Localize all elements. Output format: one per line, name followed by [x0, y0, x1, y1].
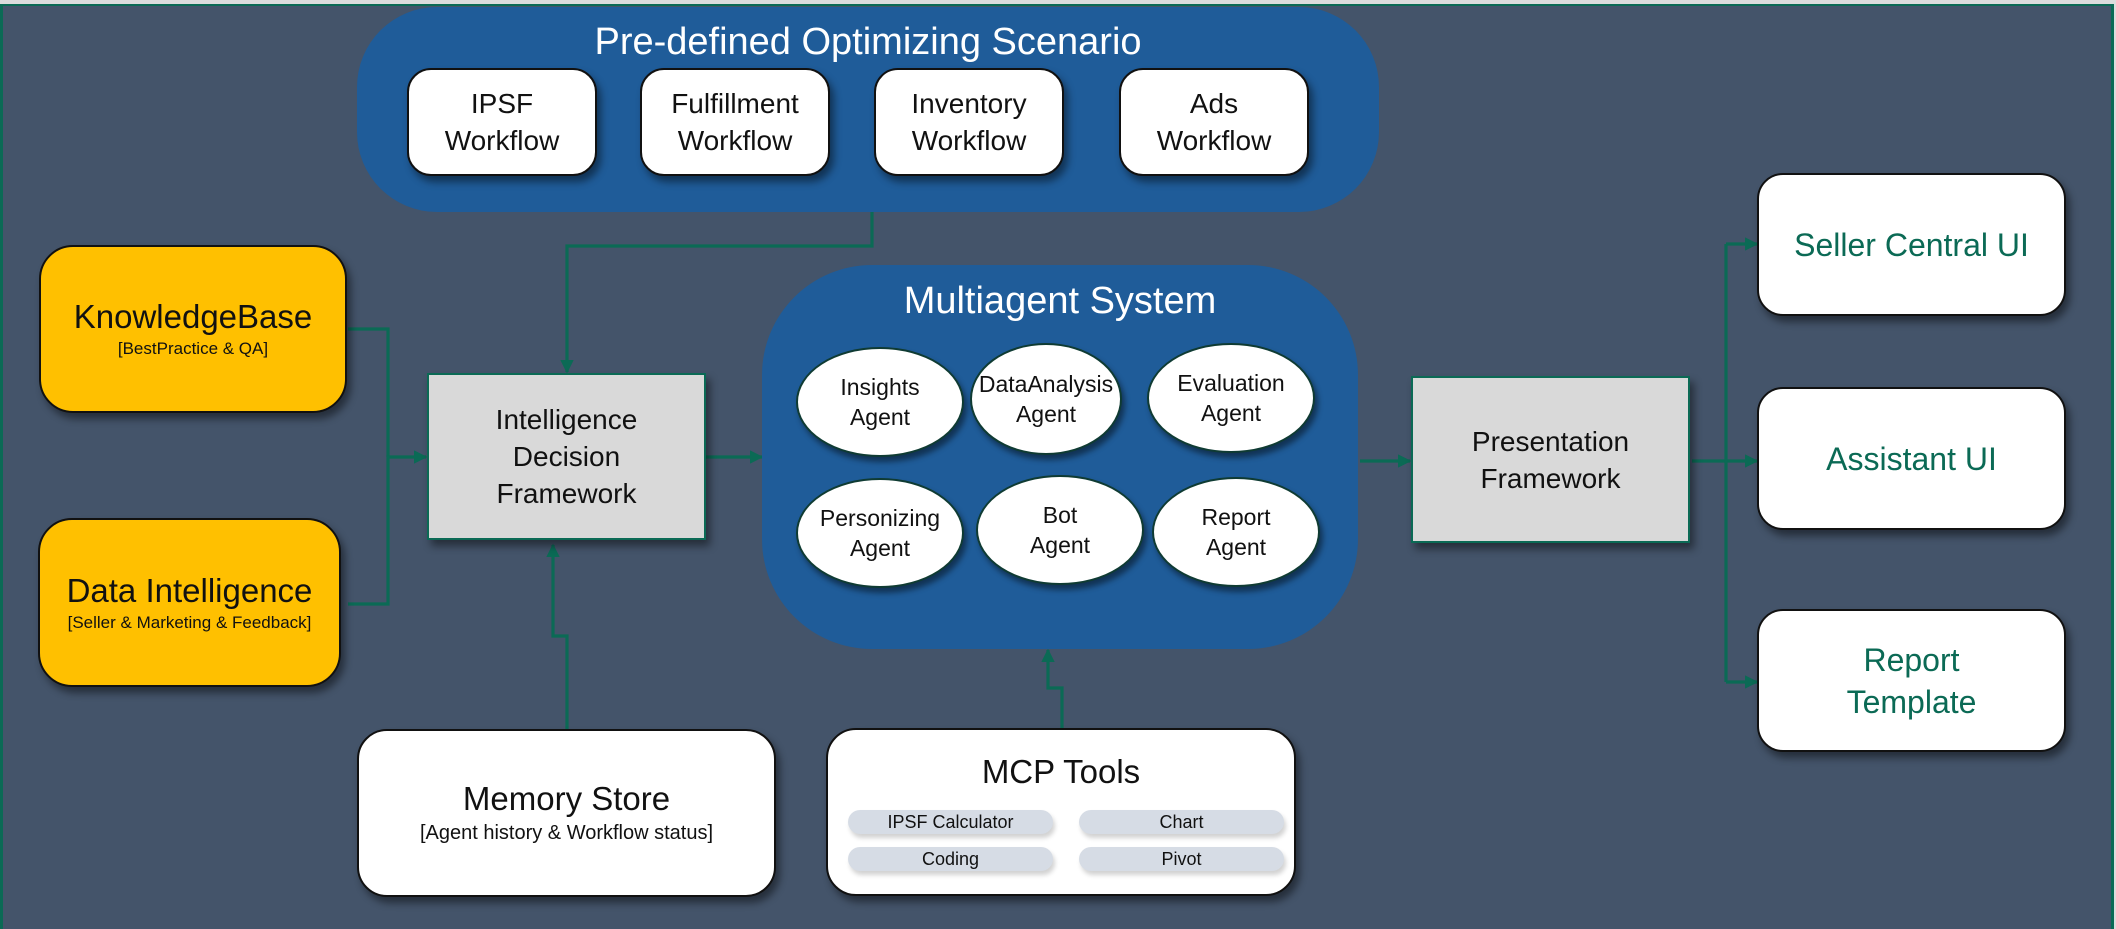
output-assistant-ui[interactable]: Assistant UI — [1757, 387, 2066, 530]
agent-dataanalysis[interactable]: DataAnalysis Agent — [970, 343, 1122, 455]
workflow-ipsf-line2: Workflow — [444, 125, 560, 156]
presentation-framework[interactable]: Presentation Framework — [1411, 376, 1690, 543]
presentation-line2: Framework — [1480, 462, 1621, 494]
knowledgebase-card[interactable]: KnowledgeBase [BestPractice & QA] — [39, 245, 347, 413]
presentation-line1: Presentation — [1471, 425, 1630, 457]
agent-evaluation[interactable]: Evaluation Agent — [1147, 343, 1315, 453]
agent-insights-line1: Insights — [840, 374, 920, 400]
output-report-template-line2: Template — [1846, 683, 1977, 720]
knowledgebase-subtitle: [BestPractice & QA] — [117, 339, 269, 358]
knowledgebase-title: KnowledgeBase — [73, 298, 313, 335]
output-report-template-line1: Report — [1863, 641, 1960, 678]
output-seller-central-ui[interactable]: Seller Central UI — [1757, 173, 2066, 316]
tool-coding[interactable]: Coding — [848, 847, 1053, 871]
agent-evaluation-line2: Agent — [1200, 400, 1262, 426]
multiagent-group-panel: Multiagent System — [762, 265, 1358, 649]
agent-dataanalysis-line2: Agent — [1015, 401, 1077, 427]
mcp-tools-card[interactable]: MCP Tools IPSF Calculator Chart Coding P… — [826, 728, 1296, 896]
memory-store-card[interactable]: Memory Store [Agent history & Workflow s… — [357, 729, 776, 897]
agent-report-line2: Agent — [1205, 534, 1267, 560]
workflow-fulfillment[interactable]: Fulfillment Workflow — [640, 68, 830, 176]
idf-line2: Decision — [512, 441, 621, 472]
output-seller-central-label: Seller Central UI — [1794, 226, 2029, 263]
workflow-ads-line2: Workflow — [1156, 125, 1272, 156]
agent-personizing[interactable]: Personizing Agent — [796, 478, 964, 588]
data-intelligence-subtitle: [Seller & Marketing & Feedback] — [67, 612, 312, 632]
agent-personizing-line2: Agent — [849, 535, 911, 561]
agent-report[interactable]: Report Agent — [1152, 477, 1320, 587]
tool-ipsf-calculator[interactable]: IPSF Calculator — [848, 810, 1053, 834]
data-intelligence-card[interactable]: Data Intelligence [Seller & Marketing & … — [38, 518, 341, 687]
workflow-inventory-line2: Workflow — [911, 125, 1027, 156]
mcp-tools-title: MCP Tools — [981, 753, 1141, 790]
agent-insights[interactable]: Insights Agent — [796, 347, 964, 457]
scenario-group-title: Pre-defined Optimizing Scenario — [594, 21, 1142, 63]
agent-personizing-line1: Personizing — [819, 505, 941, 531]
agent-bot[interactable]: Bot Agent — [976, 475, 1144, 585]
agent-report-line1: Report — [1201, 504, 1271, 530]
tool-chart[interactable]: Chart — [1079, 810, 1284, 834]
workflow-ipsf-line1: IPSF — [470, 88, 534, 119]
output-assistant-label: Assistant UI — [1826, 440, 1997, 477]
workflow-inventory-line1: Inventory — [911, 88, 1027, 119]
data-intelligence-title: Data Intelligence — [66, 571, 313, 609]
workflow-ads[interactable]: Ads Workflow — [1119, 68, 1309, 176]
workflow-fulfillment-line1: Fulfillment — [671, 88, 799, 119]
workflow-ipsf[interactable]: IPSF Workflow — [407, 68, 597, 176]
agent-insights-line2: Agent — [849, 404, 911, 430]
output-report-template[interactable]: Report Template — [1757, 609, 2066, 752]
agent-dataanalysis-line1: DataAnalysis — [978, 371, 1114, 397]
tool-pivot[interactable]: Pivot — [1079, 847, 1284, 871]
idf-line3: Framework — [496, 478, 637, 509]
multiagent-group-title: Multiagent System — [903, 280, 1217, 322]
workflow-inventory[interactable]: Inventory Workflow — [874, 68, 1064, 176]
memory-store-title: Memory Store — [462, 780, 671, 817]
idf-line1: Intelligence — [495, 404, 638, 435]
memory-store-subtitle: [Agent history & Workflow status] — [419, 822, 714, 844]
agent-bot-line2: Agent — [1029, 532, 1091, 558]
agent-evaluation-line1: Evaluation — [1177, 370, 1285, 396]
agent-bot-line1: Bot — [1042, 502, 1078, 528]
intelligence-decision-framework[interactable]: Intelligence Decision Framework — [427, 373, 706, 540]
workflow-ads-line1: Ads — [1189, 88, 1239, 119]
workflow-fulfillment-line2: Workflow — [677, 125, 793, 156]
